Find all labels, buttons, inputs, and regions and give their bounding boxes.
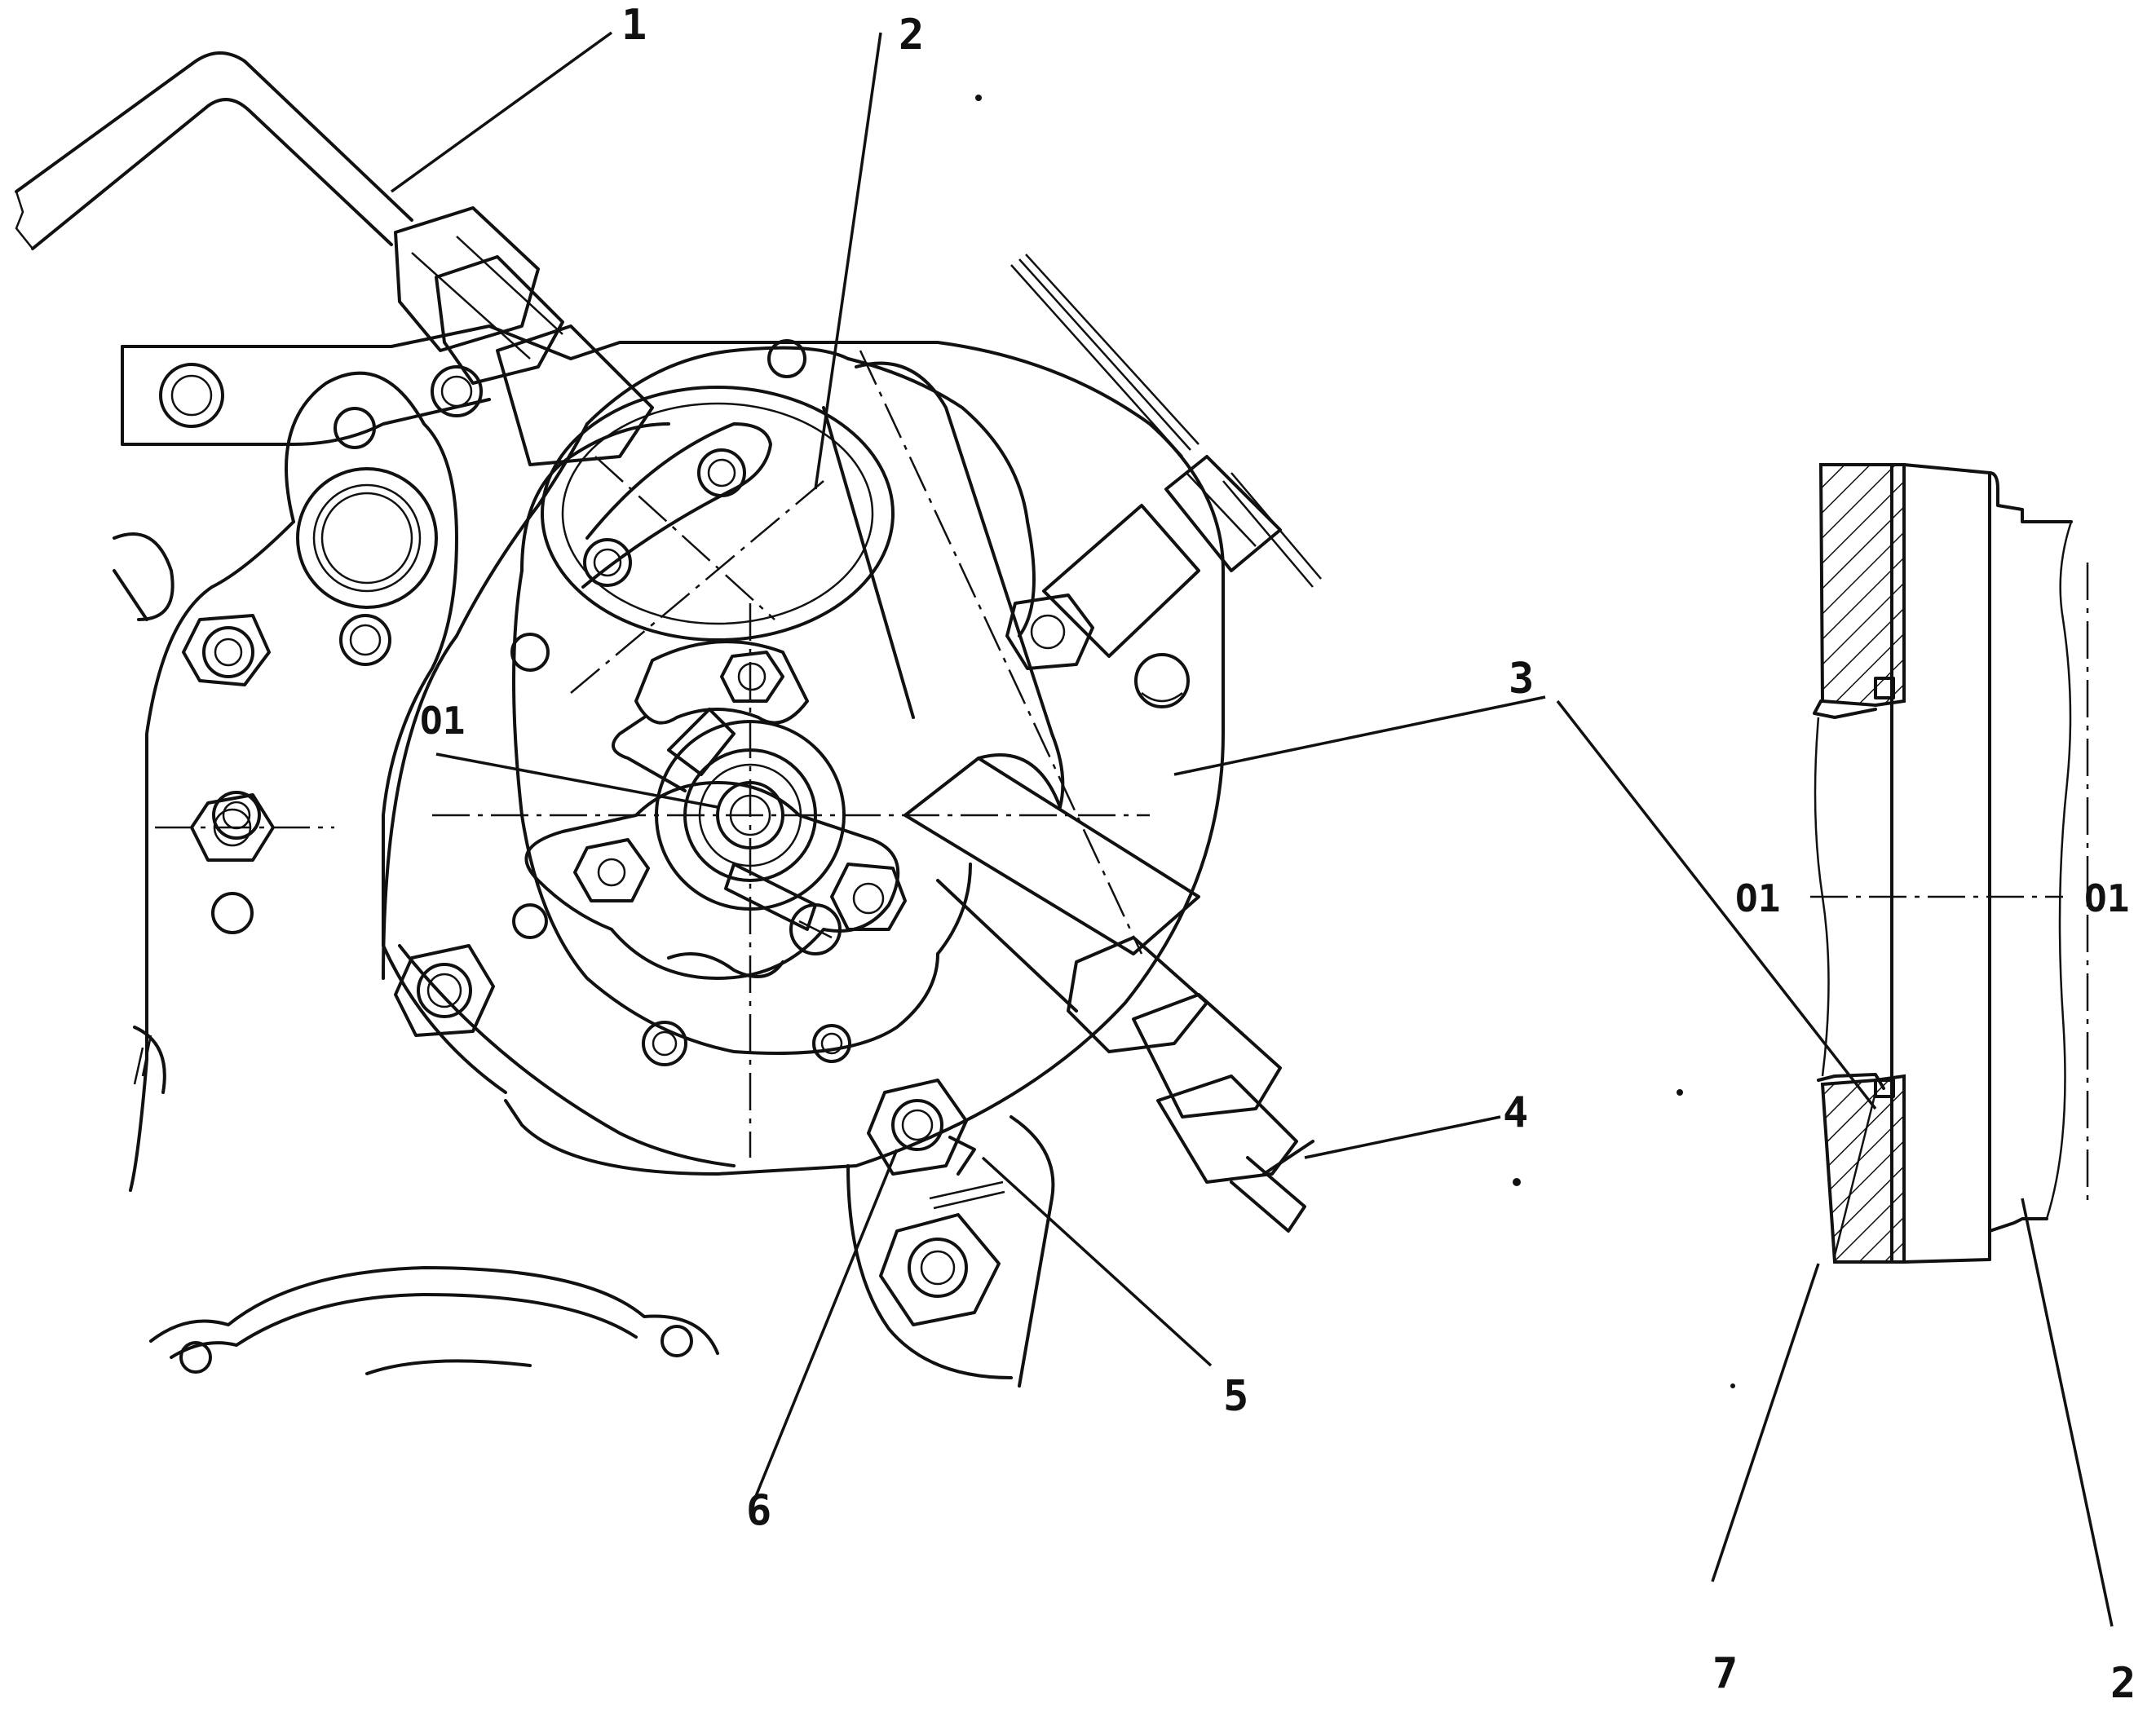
axis-label-front: O1	[420, 699, 465, 743]
leader-lines	[390, 31, 1546, 1501]
stray-mark	[1730, 1383, 1735, 1388]
callout-7: 7	[1712, 1649, 1738, 1698]
callout-5: 5	[1223, 1372, 1248, 1421]
central-hub	[512, 640, 907, 1066]
callout-4: 4	[1503, 1088, 1528, 1137]
centre-lines	[155, 350, 1150, 1158]
fuel-pipe	[15, 51, 413, 250]
stray-mark	[975, 95, 982, 101]
sensor-unit	[1005, 254, 1322, 708]
callout-3: 3	[1509, 655, 1534, 704]
callout-6: 6	[746, 1486, 771, 1535]
section-view: O1 O1 7 2	[1556, 463, 2136, 1708]
lower-bolts	[846, 1079, 1055, 1388]
callout-2: 2	[899, 11, 924, 60]
pump-cover	[510, 339, 895, 672]
axis-label-section-left: O1	[1735, 876, 1780, 920]
stray-mark	[1513, 1178, 1521, 1186]
pump-housing	[382, 346, 1036, 1167]
pipe-union-top	[394, 206, 654, 466]
left-lower-bolt	[394, 944, 495, 1037]
callout-2-section: 2	[2110, 1659, 2136, 1708]
callout-1: 1	[621, 1, 647, 50]
left-bracket	[113, 371, 507, 1192]
stray-mark	[1677, 1089, 1683, 1096]
lower-gasket	[149, 1266, 719, 1375]
section-hatch-bottom	[1820, 1074, 1906, 1264]
axis-label-section-right: O1	[2084, 876, 2129, 920]
front-view: 1 2 3 4 5 6 O1	[15, 1, 1546, 1535]
